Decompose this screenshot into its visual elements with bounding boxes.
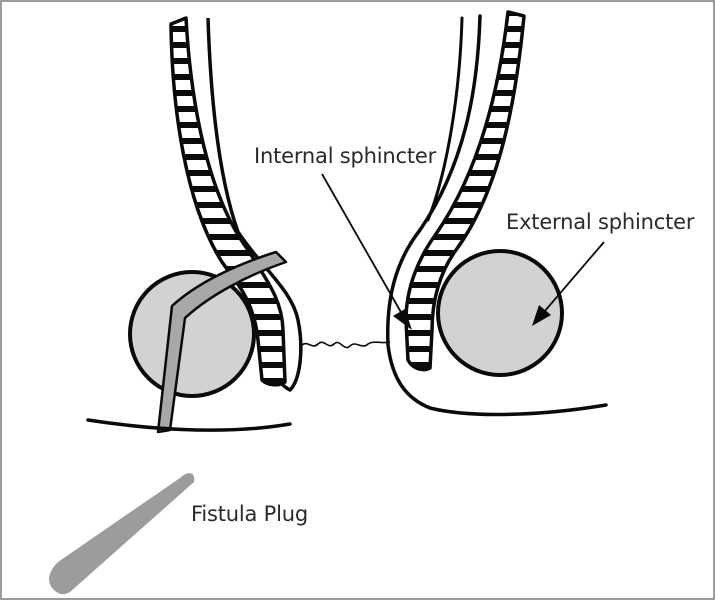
internal-sphincter-arrow bbox=[322, 174, 412, 330]
left-anal-wall bbox=[88, 18, 301, 432]
left-perianal-skin bbox=[88, 420, 290, 430]
anal-canal-line bbox=[302, 342, 390, 348]
fistula-plug-label: Fistula Plug bbox=[191, 502, 308, 526]
fistula-plug bbox=[49, 473, 194, 594]
internal-sphincter-label: Internal sphincter bbox=[254, 144, 437, 168]
external-sphincter-label: External sphincter bbox=[506, 210, 695, 234]
